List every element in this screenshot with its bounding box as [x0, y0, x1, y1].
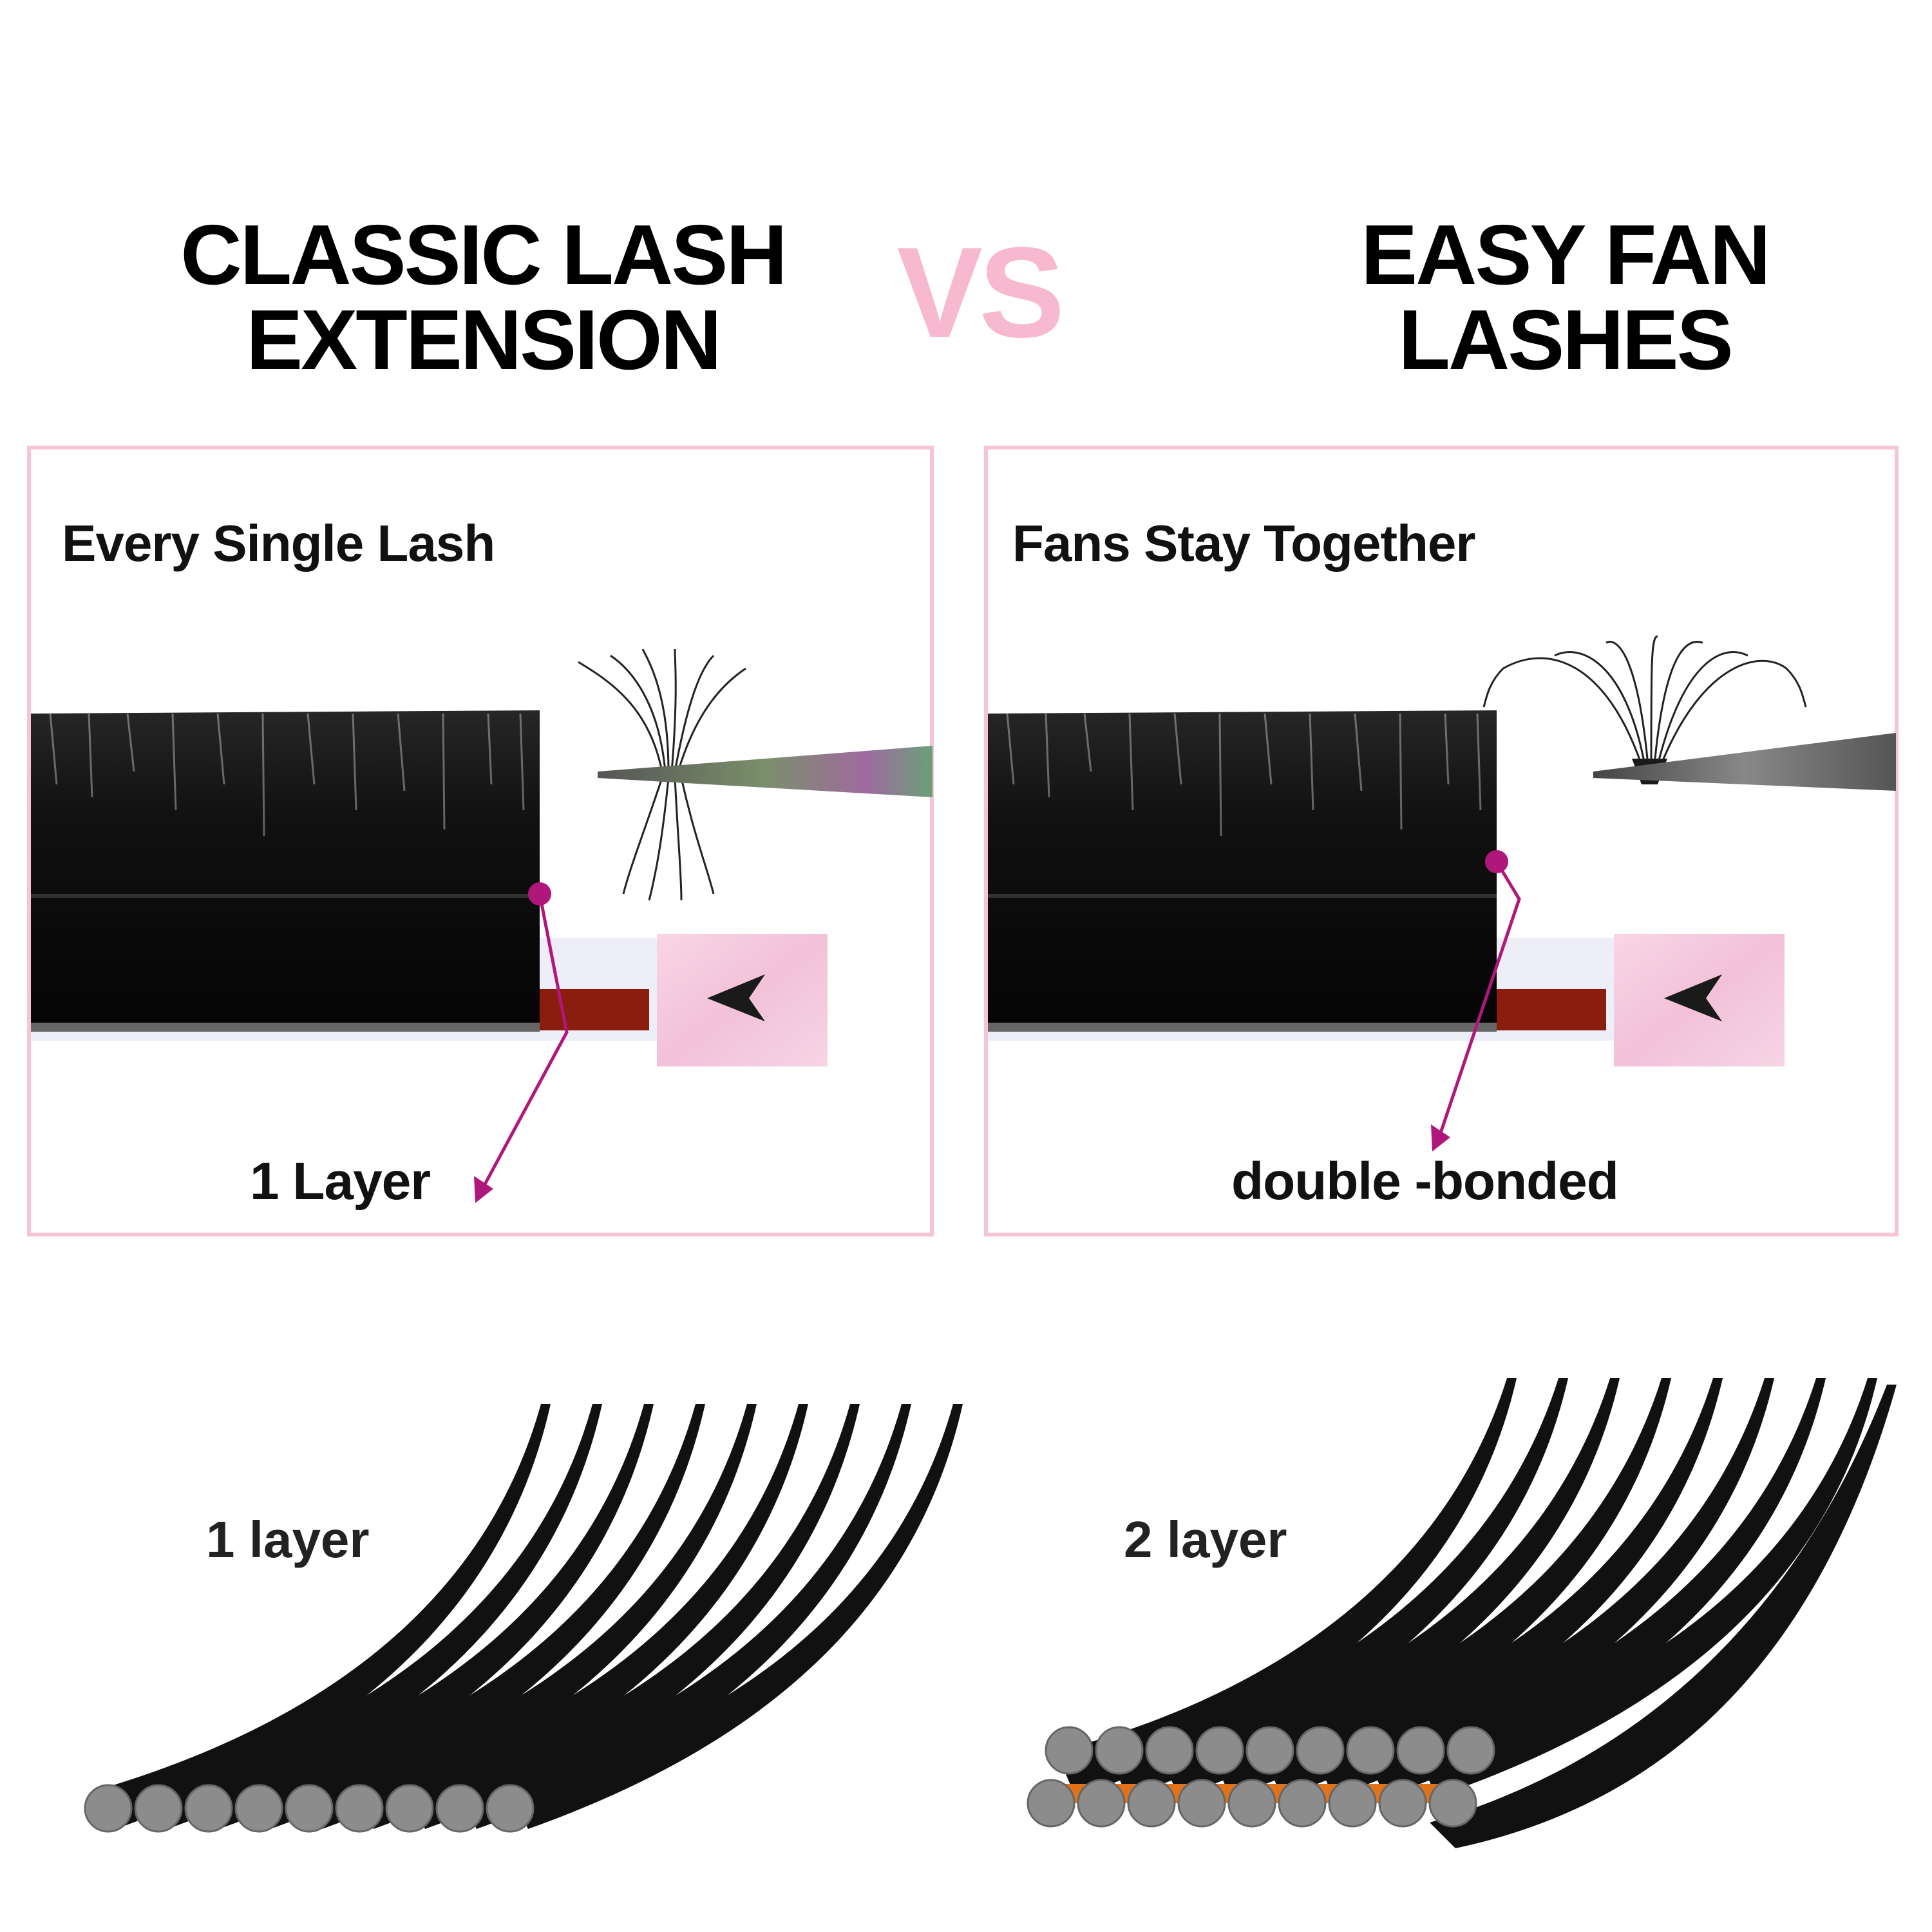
classic-lash-title: CLASSIC LASH EXTENSION [116, 213, 850, 383]
double-bonded-caption: double -bonded [1231, 1152, 1619, 1211]
classic-lash-title-line1: CLASSIC LASH [180, 207, 787, 302]
easy-fan-title-line1: EASY FAN [1361, 207, 1771, 302]
every-single-lash-label: Every Single Lash [62, 515, 495, 572]
classic-lash-title-line2: EXTENSION [246, 292, 722, 387]
two-layer-lash-diagram [1027, 1378, 1897, 1848]
classic-lash-panel: Every Single Lash [27, 446, 934, 1236]
one-layer-lash-diagram [84, 1404, 963, 1833]
easy-fan-title: EASY FAN LASHES [1198, 213, 1932, 383]
two-layer-label: 2 layer [1124, 1511, 1287, 1568]
easy-fan-panel: Fans Stay Together [984, 446, 1899, 1236]
fans-stay-together-label: Fans Stay Together [1012, 515, 1475, 572]
one-layer-caption: 1 Layer [250, 1152, 431, 1211]
fan-strip-illustration [988, 635, 1896, 1151]
lash-strip-illustration [31, 649, 933, 1203]
one-layer-label: 1 layer [206, 1511, 370, 1568]
easy-fan-title-line2: LASHES [1398, 292, 1733, 387]
vs-label: VS [896, 221, 1065, 365]
